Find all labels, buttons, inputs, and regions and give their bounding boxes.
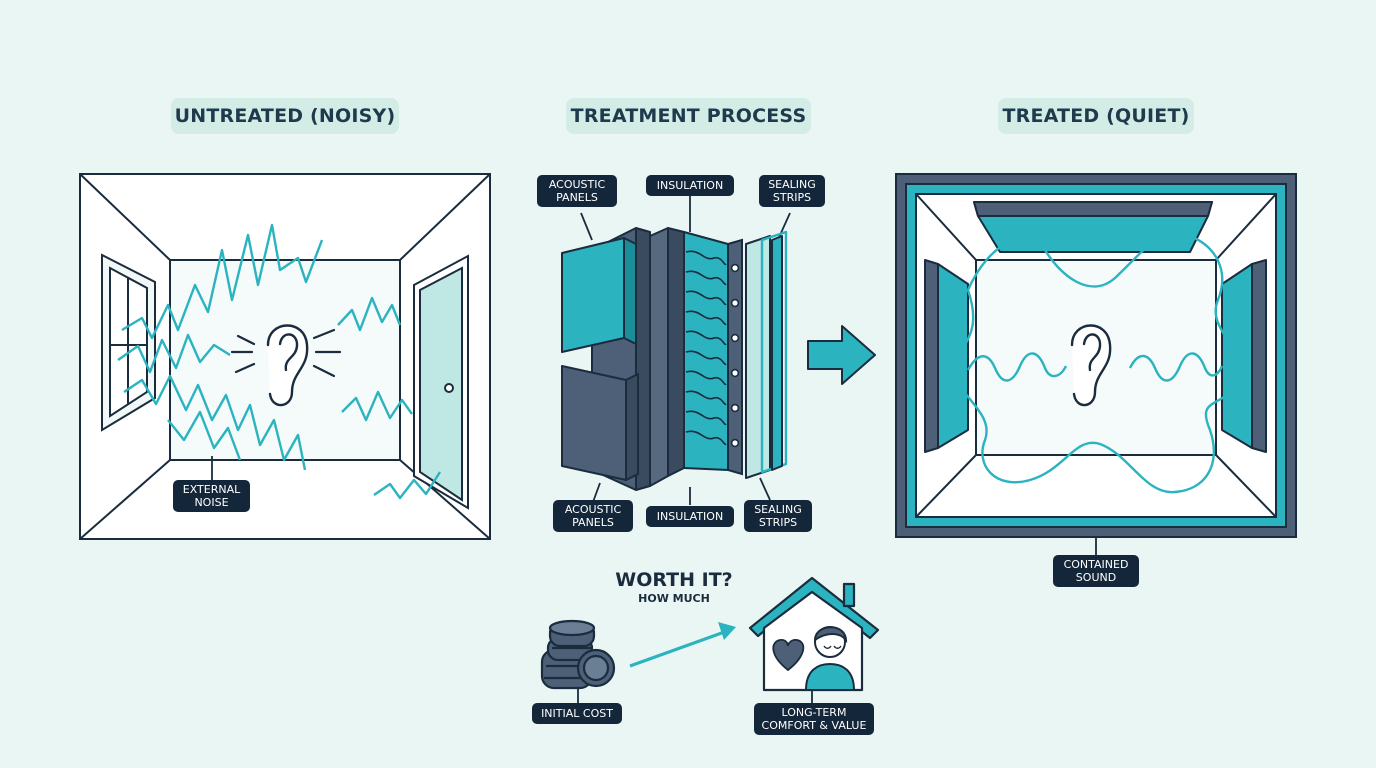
heading-untreated: UNTREATED (NOISY): [171, 98, 399, 134]
window-icon: [101, 253, 156, 432]
label-long-term: LONG-TERM COMFORT & VALUE: [754, 703, 874, 735]
label-initial-cost: INITIAL COST: [532, 703, 622, 724]
worth-it-question: WORTH IT? HOW MUCH: [612, 569, 736, 605]
arrow-right-icon: [807, 325, 876, 385]
wall-stud: [727, 238, 743, 476]
label-contained-sound: CONTAINED SOUND: [1053, 555, 1139, 587]
door-icon: [413, 254, 469, 510]
worth-it-subtitle: HOW MUCH: [638, 592, 710, 605]
label-sealing-strips-bottom: SEALING STRIPS: [744, 500, 812, 532]
heart-icon: [772, 638, 805, 672]
label-acoustic-panels-top: ACOUSTIC PANELS: [537, 175, 617, 207]
heading-process: TREATMENT PROCESS: [566, 98, 811, 134]
insulation-layer: [683, 231, 729, 471]
cost-value-arrow: [629, 622, 736, 668]
contained-sound-waves: [953, 232, 1242, 494]
sealing-strips: [745, 230, 788, 479]
coins-icon: [540, 619, 616, 690]
label-insulation-top: INSULATION: [646, 175, 734, 196]
worth-it-title: WORTH IT?: [615, 569, 733, 591]
sound-rays: [230, 328, 342, 378]
heading-treated: TREATED (QUIET): [998, 98, 1194, 134]
label-acoustic-panels-bottom: ACOUSTIC PANELS: [553, 500, 633, 532]
label-sealing-strips-top: SEALING STRIPS: [759, 175, 825, 207]
ear-icon: [266, 324, 309, 407]
person-icon: [804, 626, 856, 691]
acoustic-panel-bottom: [561, 365, 639, 481]
label-external-noise: EXTERNAL NOISE: [173, 480, 250, 512]
ear-icon: [1070, 324, 1112, 407]
acoustic-panel-top: [561, 237, 637, 353]
noise-waves: [117, 223, 442, 500]
label-insulation-bottom: INSULATION: [646, 506, 734, 527]
